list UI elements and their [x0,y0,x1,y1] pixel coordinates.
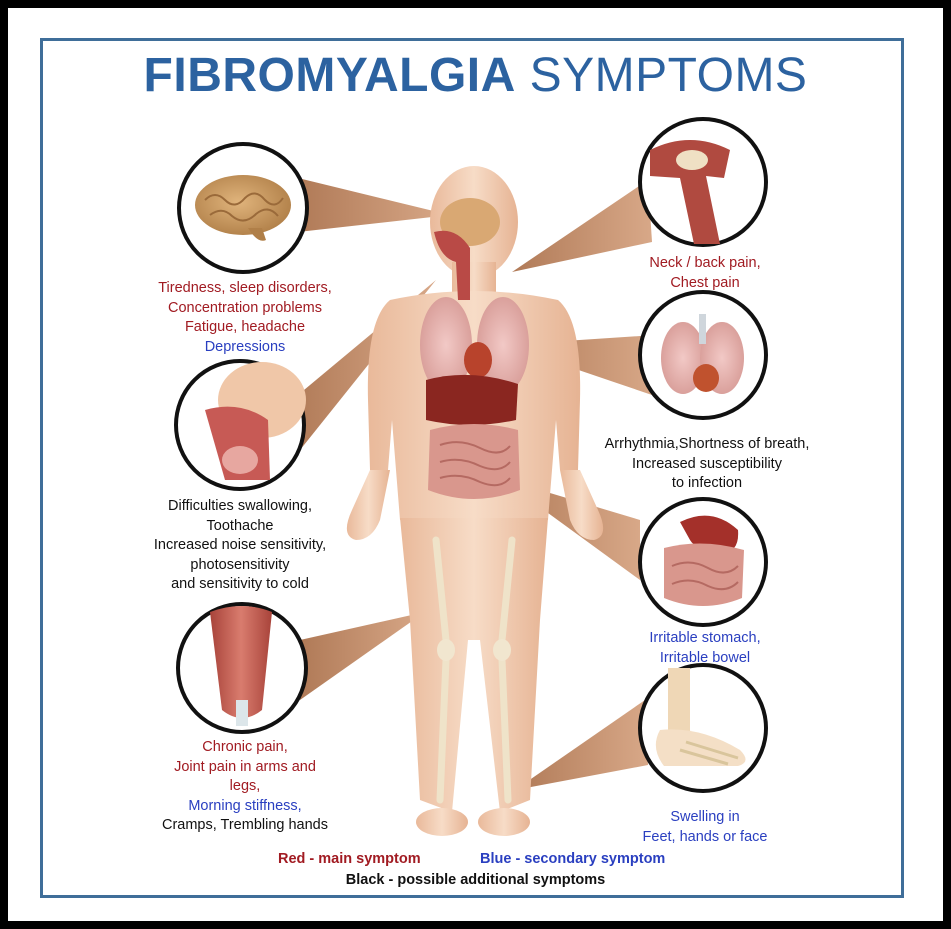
caption-foot: Swelling in Feet, hands or face [580,808,830,847]
caption-line: Increased susceptibility [632,455,782,472]
caption-line: Neck / back pain, [649,255,761,271]
caption-line: to infection [671,475,743,491]
infographic-frame [40,38,904,898]
caption-line: Arrhythmia,Shortness of breath, [604,436,810,452]
caption-line: Joint pain in arms and [174,758,316,775]
caption-line: Chronic pain, [202,739,288,755]
circle-brain [177,142,309,274]
caption-line: Irritable stomach, [649,630,761,646]
caption-line: Fatigue, headache [184,319,306,335]
caption-line: Difficulties swallowing, [168,498,312,514]
caption-line: Feet, hands or face [642,828,768,845]
caption-line: and sensitivity to cold [171,576,309,592]
legend-additional: Black - possible additional symptoms [345,872,606,888]
title-bold: FIBROMYALGIA [143,49,516,102]
caption-line: legs, [229,778,261,794]
caption-line: Concentration problems [168,299,322,316]
beam-muscle [300,612,425,700]
caption-line: Cramps, Trembling hands [161,817,328,833]
caption-line: Tiredness, sleep disorders, [158,280,332,296]
circle-shoulder [638,117,768,247]
pointer-beams [292,178,655,790]
caption-line: Chest pain [670,274,740,291]
caption-stomach: Irritable stomach, Irritable bowel [580,629,830,668]
caption-throat: Difficulties swallowing, Toothache Incre… [110,497,370,595]
caption-lungs: Arrhythmia,Shortness of breath, Increase… [572,435,842,494]
legend-secondary: Blue - secondary symptom [480,851,666,867]
beam-brain [298,178,450,232]
beam-shoulder [512,180,652,272]
circle-muscle [176,602,308,734]
caption-line: Irritable bowel [659,649,751,666]
title-regular: SYMPTOMS [529,49,808,102]
page-title: FIBROMYALGIA SYMPTOMS [0,48,951,103]
caption-brain: Tiredness, sleep disorders, Concentratio… [120,279,370,357]
beam-foot [515,700,648,790]
circle-foot [638,663,768,793]
caption-line: photosensitivity [190,556,290,573]
human-body [346,166,604,836]
circle-lungs [638,290,768,420]
caption-shoulder: Neck / back pain, Chest pain [580,254,830,293]
caption-line: Morning stiffness, [188,797,302,814]
circle-throat [174,359,306,491]
legend-main: Red - main symptom [278,851,421,867]
caption-line: Depressions [204,338,286,355]
caption-muscle: Chronic pain, Joint pain in arms and leg… [120,738,370,836]
circle-stomach [638,497,768,627]
caption-line: Toothache [206,517,274,534]
caption-line: Increased noise sensitivity, [153,537,327,553]
caption-line: Swelling in [670,809,740,825]
